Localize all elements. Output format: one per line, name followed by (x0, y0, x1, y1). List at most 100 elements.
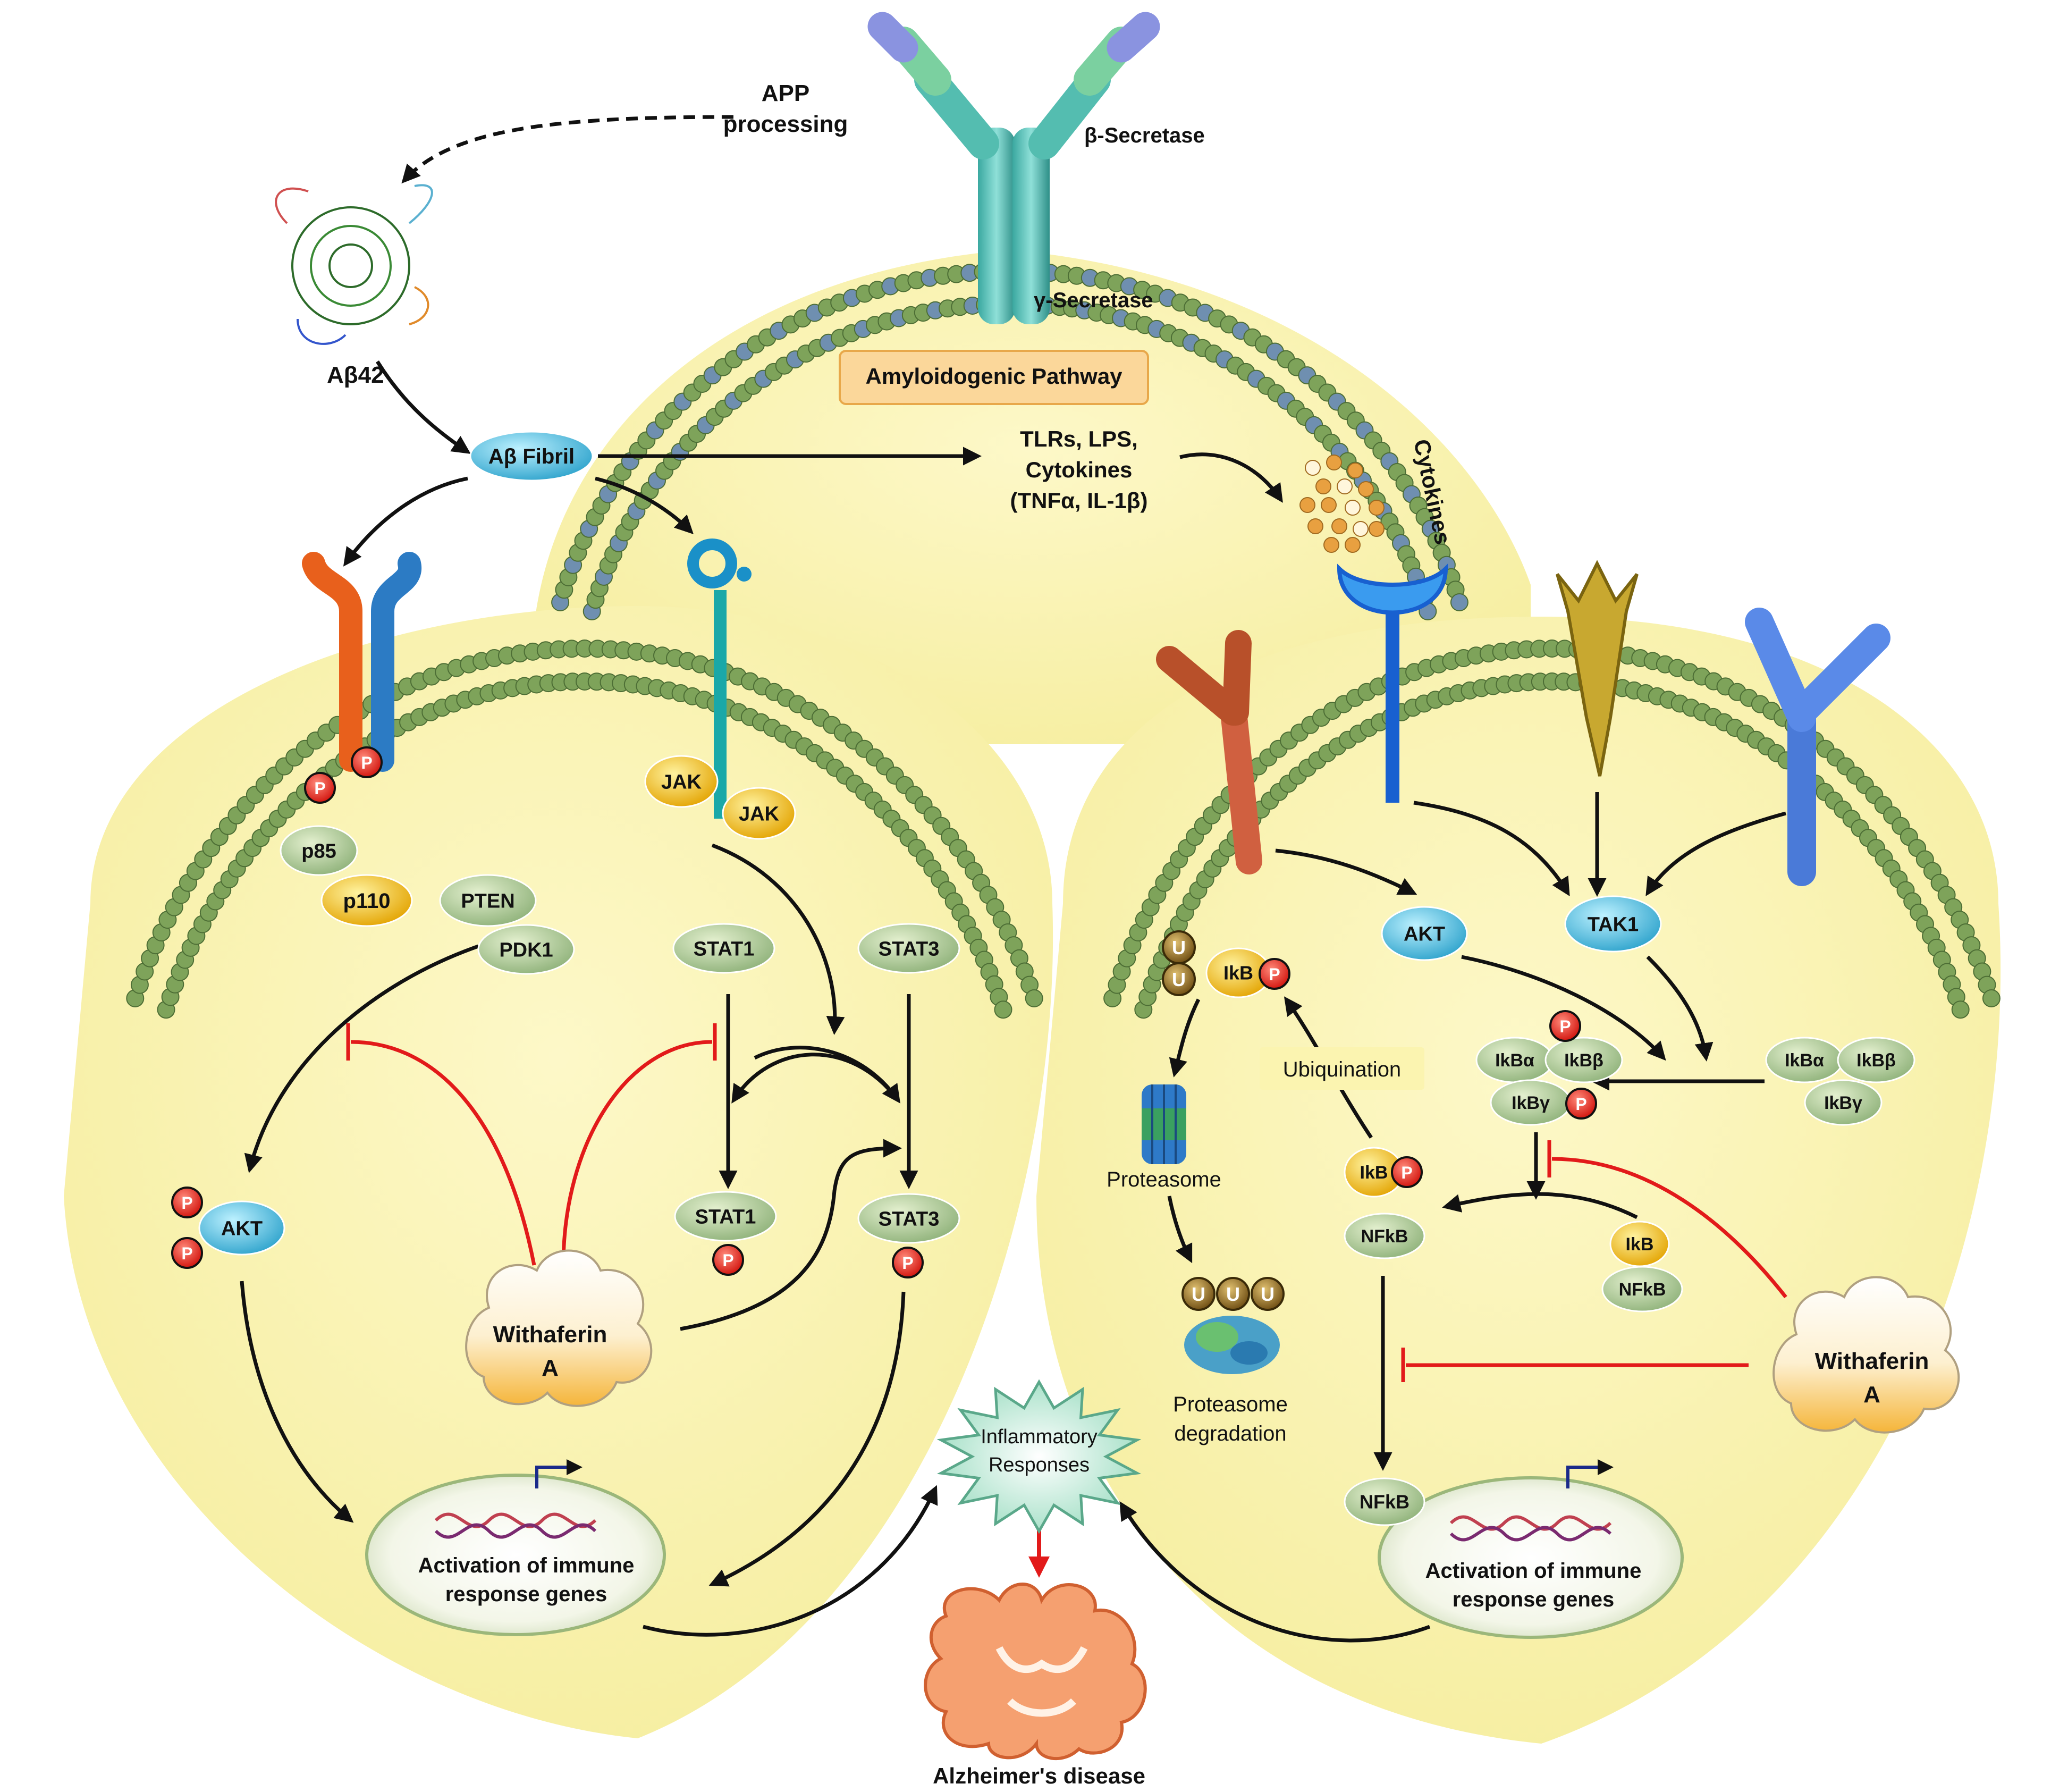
abeta42-label: Aβ42 (327, 362, 384, 388)
phospho-badge-shape (1549, 1010, 1581, 1042)
arrow-jak-to-stat (711, 843, 845, 1035)
cytokine-dot (1337, 478, 1353, 494)
ikba-node-1-label: IkBα (1495, 1050, 1534, 1071)
akt-left-node-shape (198, 1200, 285, 1256)
pdk1-node: PDK1 (477, 924, 575, 975)
tlrs-line3: (TNFα, IL-1β) (1010, 488, 1147, 513)
phospho-badge-shape (712, 1244, 744, 1276)
ikbg-node-2-shape (1804, 1079, 1883, 1126)
jak-node-2-label: JAK (739, 803, 780, 825)
akt-right-node: AKT (1381, 906, 1468, 961)
ikbp-node: IkB (1344, 1147, 1404, 1198)
p85-node: p85 (280, 825, 358, 876)
inflammatory-line1: Inflammatory (981, 1426, 1098, 1448)
ikbb-node-2-label: IkBβ (1856, 1050, 1896, 1071)
arrow-akt-to-genes (240, 1281, 354, 1523)
gamma-secretase-label: γ-Secretase (1034, 289, 1153, 312)
genes-left-line2: response genes (445, 1583, 607, 1606)
ikbg-node-2-label: IkBγ (1824, 1093, 1862, 1113)
phospho-badge: P (1565, 1088, 1597, 1120)
cytokine-dot (1345, 500, 1361, 516)
stat1p-node-label: STAT1 (695, 1206, 756, 1228)
amyloidogenic-pathway-box (839, 350, 1149, 405)
ubiquitin-badge: U (1162, 930, 1196, 964)
right-cell (1036, 617, 2001, 1744)
cytokine-dot (1331, 518, 1347, 534)
tlrs-line1: TLRs, LPS, (1020, 426, 1138, 451)
ubiquitin-badge-shape (1216, 1277, 1250, 1311)
akt-left-node: AKT (198, 1200, 285, 1256)
inhibit-withaferin-pdk1 (350, 1040, 536, 1266)
arrow-akt-to-ikb (1461, 955, 1666, 1061)
tlrs-line2: Cytokines (1026, 457, 1133, 482)
stat1-node-label: STAT1 (694, 938, 755, 960)
phospho-badge-label: P (722, 1251, 733, 1270)
phospho-badge-label: P (181, 1193, 192, 1213)
inhibitions (346, 1023, 1787, 1578)
arrow-genes-to-inflammatory (643, 1485, 938, 1637)
receptor-right-1 (1156, 630, 1262, 874)
pdk1-node-shape (477, 924, 575, 975)
p110-node-label: p110 (343, 889, 391, 913)
ubiquitin-badge-label: U (1192, 1283, 1205, 1305)
cytokine-dot (1353, 521, 1369, 537)
phospho-badge-label: P (1269, 965, 1280, 984)
arrow-receptor-to-tak1-3 (1645, 811, 1786, 896)
labels: APP processing Aβ42 β-Secretase γ-Secret… (327, 80, 1929, 1788)
receptor-right-2 (1337, 563, 1448, 803)
stat1p-node-shape (674, 1191, 777, 1242)
degradation-blob-icon (1184, 1316, 1280, 1374)
pten-node-label: PTEN (461, 890, 514, 912)
alzheimers-label: Alzheimer's disease (933, 1763, 1145, 1788)
withaferin-left-line1: Withaferin (493, 1322, 607, 1348)
stat1-node: STAT1 (672, 923, 775, 974)
pdk1-node-label: PDK1 (499, 939, 553, 961)
nfkb-node-1-label: NFkB (1361, 1226, 1408, 1247)
phospho-badge-shape (892, 1247, 924, 1278)
phospho-badge-shape (1259, 958, 1290, 990)
ikbb-node-2-shape (1837, 1037, 1915, 1083)
cytokine-dot (1299, 497, 1315, 513)
phospho-badge-label: P (361, 753, 372, 772)
proteasome-icon (1142, 1084, 1186, 1164)
jak-node-2: JAK (722, 787, 796, 840)
app-processing-line1: APP (762, 80, 809, 106)
ubiquitin-badge-shape (1162, 962, 1196, 996)
cytokine-dot (1345, 537, 1361, 553)
abeta42-structure-icon (275, 184, 433, 345)
tak1-node: TAK1 (1564, 895, 1662, 953)
degradation-line2: degradation (1174, 1422, 1286, 1445)
app-processing-line2: processing (723, 111, 848, 137)
arrow-stat-cross-2 (754, 1046, 901, 1104)
p110-node-shape (320, 874, 413, 927)
arrow-uikb-to-proteasome (1169, 998, 1201, 1078)
withaferin-right-line1: Withaferin (1815, 1348, 1929, 1374)
ubiquitin-badge: U (1181, 1277, 1216, 1311)
cytokine-dot (1369, 521, 1385, 537)
ubiquitin-badge-label: U (1261, 1283, 1275, 1305)
ikbb-node-1-shape (1544, 1037, 1623, 1083)
cytokine-dot (1315, 478, 1331, 494)
phospho-badge-shape (1391, 1156, 1423, 1188)
arrow-tlrs-to-cytokines (1179, 452, 1283, 503)
ikbb-node-2: IkBβ (1837, 1037, 1915, 1083)
abeta-fibril-label: Aβ Fibril (488, 445, 575, 468)
cytokine-dot (1321, 497, 1337, 513)
nfkb-node-2-label: NFkB (1619, 1280, 1666, 1300)
nfkb-node-2-shape (1601, 1266, 1683, 1313)
p110-node: p110 (320, 874, 413, 927)
ikb-node-free-label: IkB (1626, 1234, 1654, 1255)
nfkb-node-1-shape (1344, 1213, 1425, 1259)
arrow-fibril-to-left-receptor (343, 476, 468, 567)
withaferin-cloud-right (1773, 1276, 1960, 1434)
tak1-node-shape (1564, 895, 1662, 953)
nfkb-node-3: NFkB (1344, 1477, 1425, 1526)
ikbg-node-2: IkBγ (1804, 1079, 1883, 1126)
withaferin-left-line2: A (542, 1355, 559, 1381)
ikbb-node-1: IkBβ (1544, 1037, 1623, 1083)
arrow-tak1-to-ikb (1646, 955, 1714, 1062)
ubiquination-label: Ubiquination (1283, 1058, 1401, 1081)
phospho-badge-label: P (1559, 1017, 1571, 1036)
stat3p-node-shape (857, 1193, 960, 1244)
phospho-badge-shape (351, 746, 383, 778)
